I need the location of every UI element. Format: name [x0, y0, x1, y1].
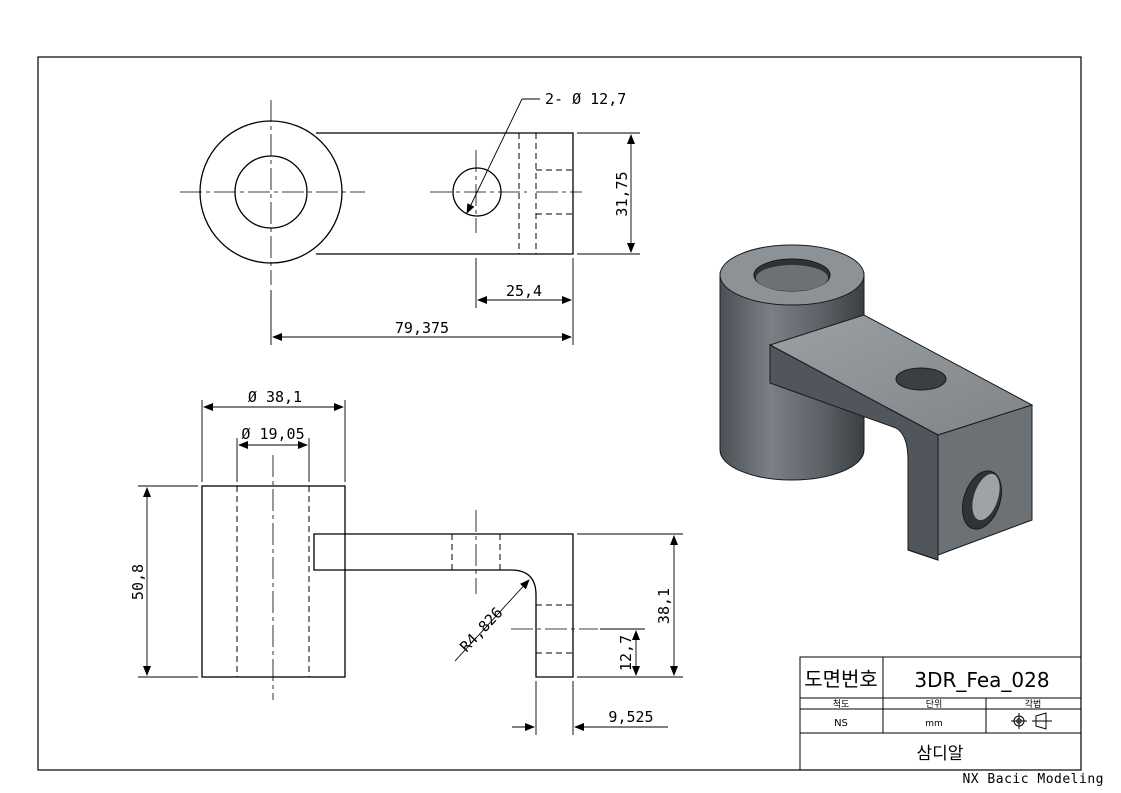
front-arm-height-dim: 38,1	[655, 588, 673, 624]
scale-value: NS	[834, 718, 848, 729]
front-view-cylinder	[201, 485, 346, 678]
front-hole-height-dim: 12,7	[617, 635, 635, 671]
unit-label: 단위	[926, 699, 943, 710]
top-length-dim: 79,375	[395, 319, 449, 337]
drawing-border	[37, 56, 1082, 771]
drawing-no-label: 도면번호	[804, 667, 878, 691]
front-view-arm-outline	[313, 533, 574, 678]
third-angle-projection-icon	[1011, 712, 1052, 730]
top-offset-dim: 25,4	[506, 282, 542, 300]
drawing-no-value: 3DR_Fea_028	[914, 668, 1049, 692]
top-view	[180, 98, 640, 345]
footer-caption: NX Bacic Modeling	[962, 772, 1104, 787]
top-height-dim: 31,75	[613, 171, 631, 216]
unit-value: mm	[925, 719, 943, 729]
top-hole-callout: 2- Ø 12,7	[545, 90, 626, 108]
front-height-dim: 50,8	[129, 564, 147, 600]
front-bend-radius-dim: R4,826	[456, 604, 506, 656]
scale-label: 척도	[833, 699, 850, 710]
part-name: 삼디알	[917, 744, 964, 764]
front-inner-dia-dim: Ø 19,05	[241, 425, 304, 443]
isometric-model	[719, 244, 1034, 561]
model-arm-top-hole	[895, 367, 947, 391]
front-outer-dia-dim: Ø 38,1	[248, 388, 302, 406]
front-thickness-dim: 9,525	[608, 708, 653, 726]
title-block	[799, 656, 1082, 771]
front-view	[138, 400, 683, 735]
projection-label: 각법	[1025, 698, 1042, 710]
top-view-arm-outline	[316, 132, 574, 255]
